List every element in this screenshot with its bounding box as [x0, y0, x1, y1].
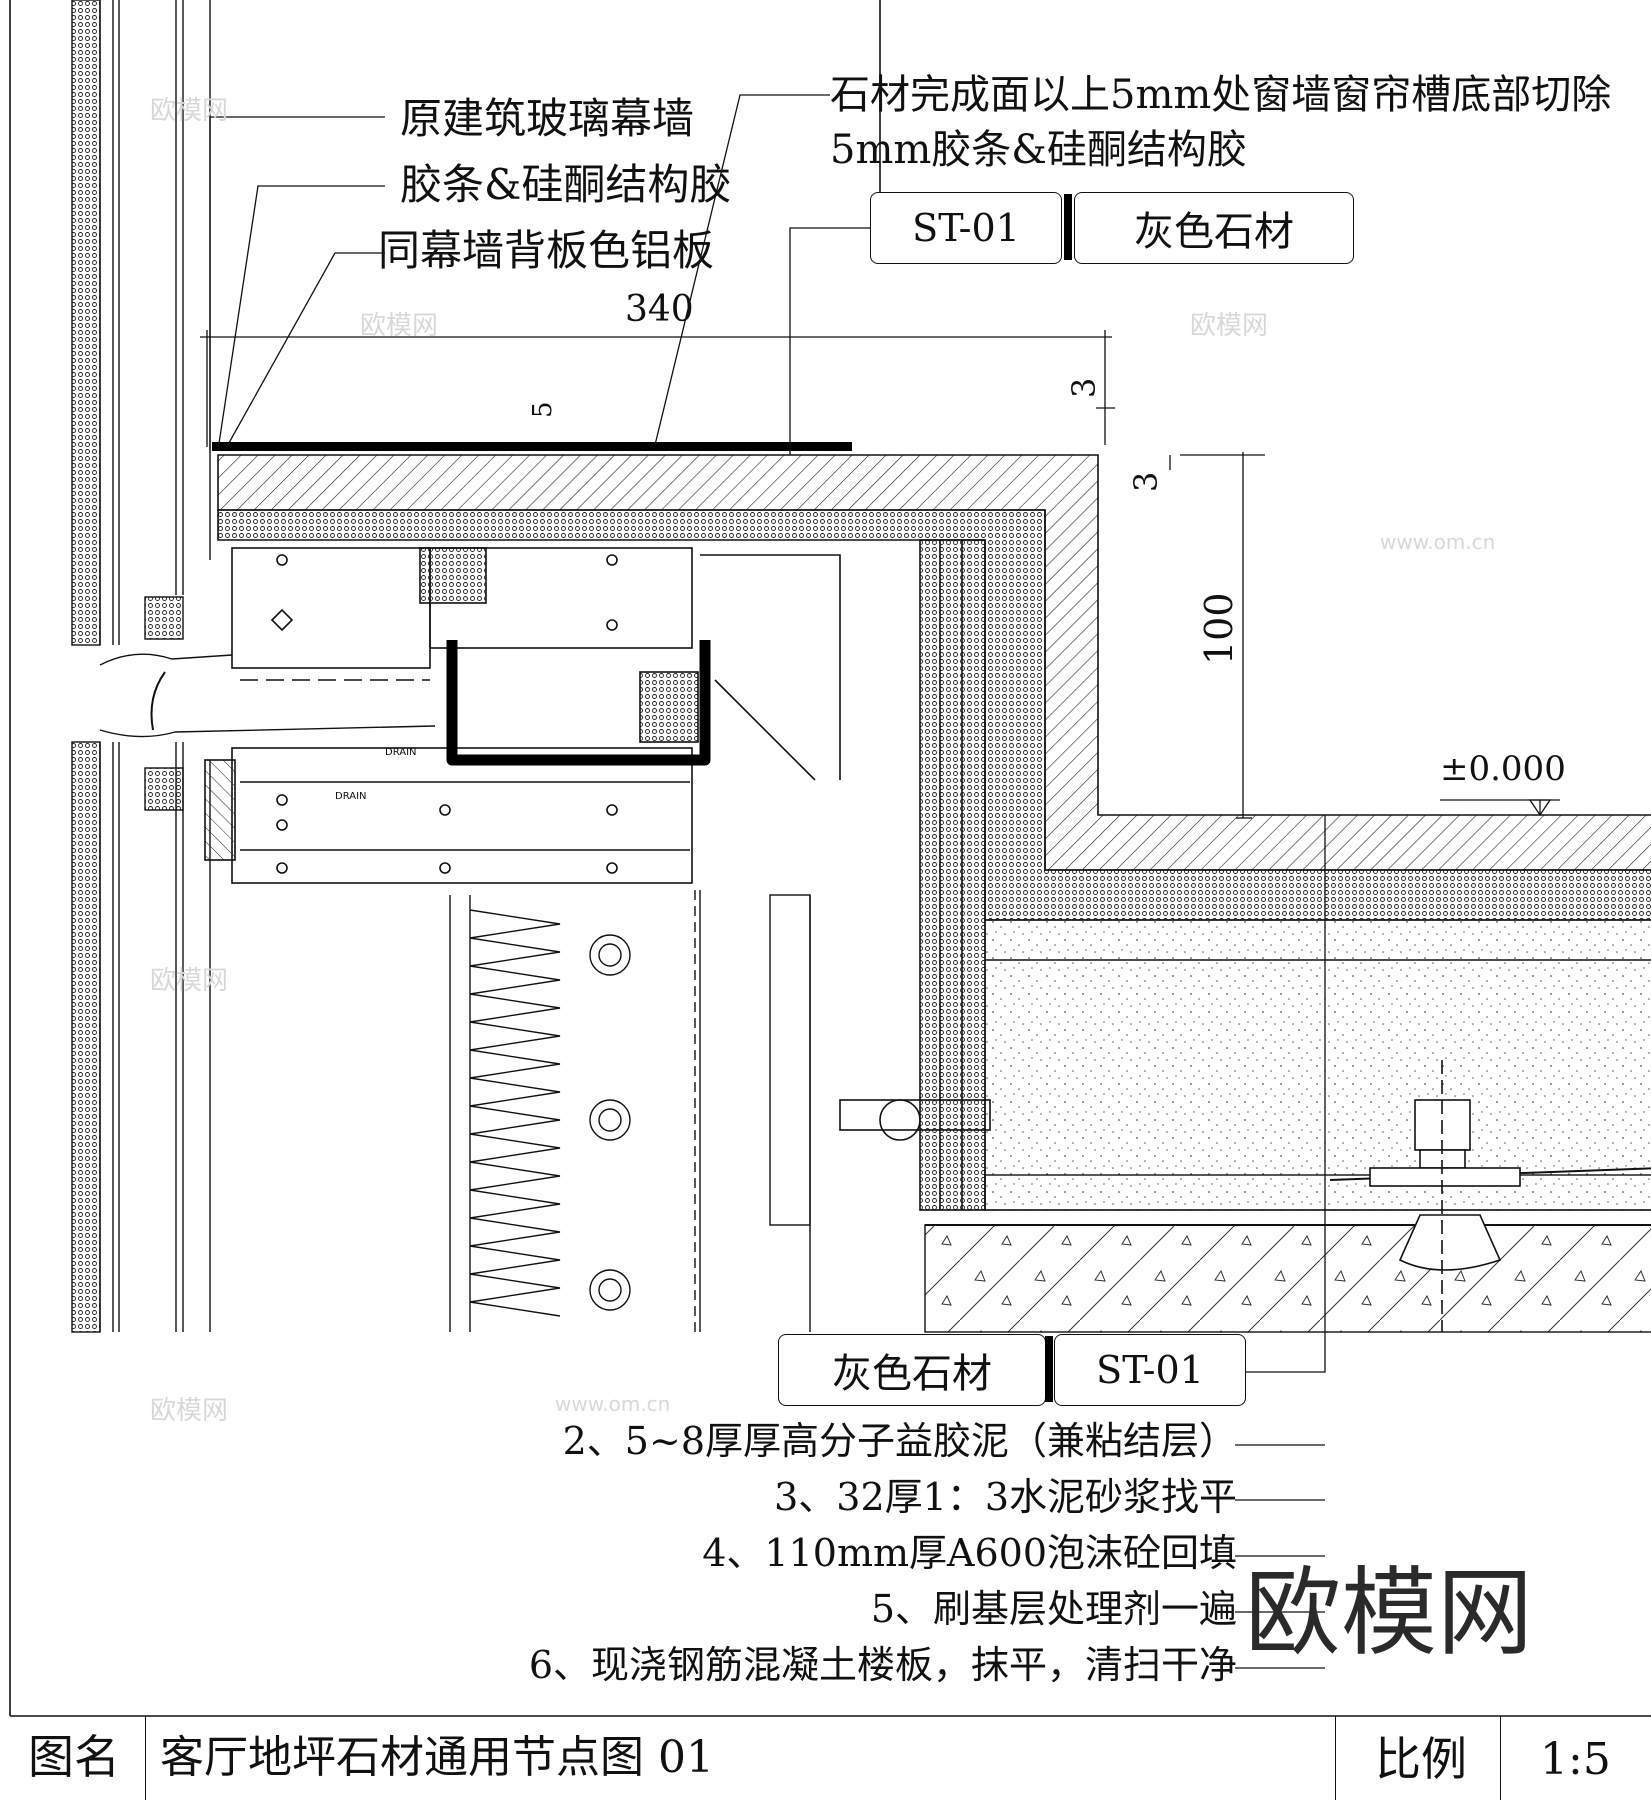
title-block-divider — [1500, 1716, 1501, 1800]
callout-glass-curtain-wall: 原建筑玻璃幕墙 — [400, 94, 695, 143]
drain-label: DRAIN — [385, 747, 417, 758]
layer-item: 3、32厚1：3水泥砂浆找平 — [774, 1475, 1237, 1519]
callout-curtain-groove-cut: 石材完成面以上5mm处窗墙窗帘槽底部切除 — [830, 72, 1612, 118]
brand-watermark: 欧模网 — [1245, 1557, 1533, 1669]
insulation-panel — [449, 890, 811, 1332]
watermark: www.om.cn — [555, 1392, 671, 1416]
drain-label: DRAIN — [335, 791, 367, 802]
level-mark: ±0.000 — [1440, 749, 1566, 789]
layer-item: 5、刷基层处理剂一遍 — [870, 1587, 1237, 1631]
dimension-offset-side: 3 — [1127, 471, 1165, 492]
watermark: www.om.cn — [1380, 530, 1496, 554]
callout-aluminum-panel: 同幕墙背板色铝板 — [378, 226, 715, 275]
watermark: 欧模网 — [150, 96, 229, 126]
material-tag-code-bottom: ST-01 — [1054, 1334, 1246, 1406]
material-tag-separator-bottom — [1045, 1336, 1053, 1402]
watermark: 欧模网 — [360, 311, 439, 341]
callout-gasket-sealant: 5mm胶条&硅酮结构胶 — [830, 127, 1247, 173]
material-tag-code: ST-01 — [870, 192, 1062, 264]
dimension-height: 100 — [1197, 592, 1241, 665]
layer-item: 2、5~8厚厚高分子益胶泥（兼粘结层） — [562, 1419, 1237, 1463]
material-tag-name-bottom: 灰色石材 — [778, 1334, 1046, 1406]
dimension-offset-top: 3 — [1065, 377, 1103, 398]
title-block-divider — [145, 1716, 146, 1800]
title-scale-value: 1:5 — [1540, 1734, 1611, 1785]
material-tag-separator — [1064, 194, 1072, 260]
curtain-u-channel — [446, 640, 711, 766]
title-name-label: 图名 — [28, 1730, 120, 1784]
aluminum-cover-plate — [212, 442, 852, 451]
stone-threshold — [217, 454, 1651, 1211]
page-title: 客厅地坪石材通用节点图 01 — [160, 1732, 714, 1783]
aluminum-frame-profiles — [204, 547, 841, 884]
title-scale-label: 比例 — [1375, 1732, 1467, 1786]
leader-lines — [209, 94, 1326, 1669]
drawing-frame — [9, 0, 1651, 1717]
floor-buildup — [924, 919, 1651, 1333]
title-block-divider — [1335, 1716, 1336, 1800]
watermark: 欧模网 — [150, 1396, 229, 1426]
layer-item: 4、110mm厚A600泡沫砼回填 — [702, 1531, 1237, 1575]
watermark: 欧模网 — [1190, 311, 1269, 341]
dimension-gap: 5 — [528, 401, 558, 418]
glass-curtain-wall — [71, 0, 436, 1333]
layer-item: 6、现浇钢筋混凝土楼板，抹平，清扫干净 — [528, 1643, 1237, 1687]
material-tag-name: 灰色石材 — [1074, 192, 1354, 264]
anchor-bolt — [839, 1060, 1521, 1332]
callout-sealant: 胶条&硅酮结构胶 — [400, 160, 732, 209]
watermark: 欧模网 — [150, 966, 229, 996]
dimension-width: 340 — [625, 289, 694, 330]
dimension-lines — [200, 330, 1560, 819]
